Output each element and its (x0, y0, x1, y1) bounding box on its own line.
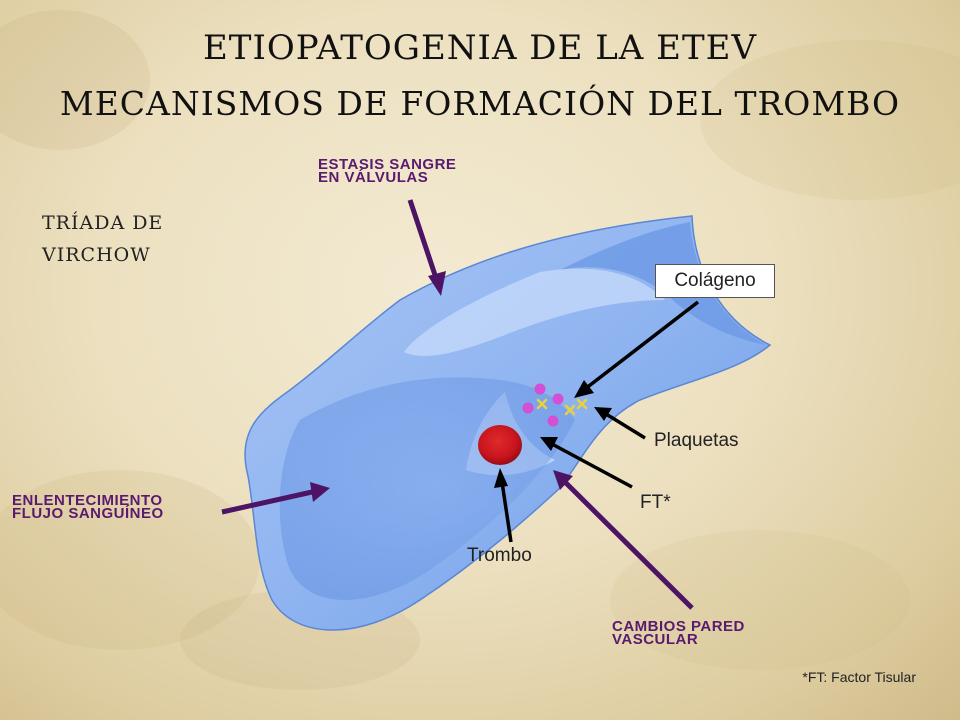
cause-stasis-line-1: ESTASIS SANGRE (318, 156, 457, 173)
arrow-tissue-factor (540, 437, 633, 489)
cause-slow-flow-line-1: ENLENTECIMIENTO (12, 492, 163, 509)
platelets-label: Plaquetas (654, 430, 739, 451)
cause-wall-line-1: CAMBIOS PARED (612, 618, 745, 635)
collagen-label: Colágeno (655, 264, 775, 298)
cause-wall-changes-label: CAMBIOS PARED VASCULAR (612, 618, 745, 648)
slide-subtitle: MECANISMOS DE FORMACIÓN DEL TROMBO (59, 84, 901, 123)
arrow-slow-flow (221, 482, 330, 515)
arrow-thrombus (494, 468, 513, 543)
valve-cusp-upper (404, 268, 665, 356)
triad-line-1: TRÍADA DE (42, 212, 164, 234)
footnote: *FT: Factor Tisular (802, 669, 916, 685)
platelet (534, 383, 546, 395)
thrombus (478, 425, 522, 465)
cause-slow-flow-label: ENLENTECIMIENTO FLUJO SANGUÍNEO (12, 492, 164, 522)
tissue-factor-label: FT* (640, 492, 671, 513)
slide-title: ETIOPATOGENIA DE LA ETEV (202, 28, 758, 68)
cause-stasis-line-2: EN VÁLVULAS (318, 169, 429, 186)
thrombus-label: Trombo (467, 545, 532, 566)
platelet (522, 402, 534, 414)
virchow-triad-label: TRÍADA DE VIRCHOW (42, 207, 163, 271)
arrow-platelets (594, 407, 646, 440)
cause-stasis-label: ESTASIS SANGRE EN VÁLVULAS (318, 156, 457, 186)
cause-wall-line-2: VASCULAR (612, 631, 699, 648)
arrow-stasis (407, 199, 446, 296)
cause-slow-flow-line-2: FLUJO SANGUÍNEO (12, 505, 164, 522)
platelet (547, 415, 559, 427)
triad-line-2: VIRCHOW (42, 244, 151, 266)
platelet (552, 393, 564, 405)
tissue-factor-marks (536, 398, 588, 416)
arrow-wall-changes (553, 470, 694, 610)
arrow-collagen (574, 300, 700, 398)
